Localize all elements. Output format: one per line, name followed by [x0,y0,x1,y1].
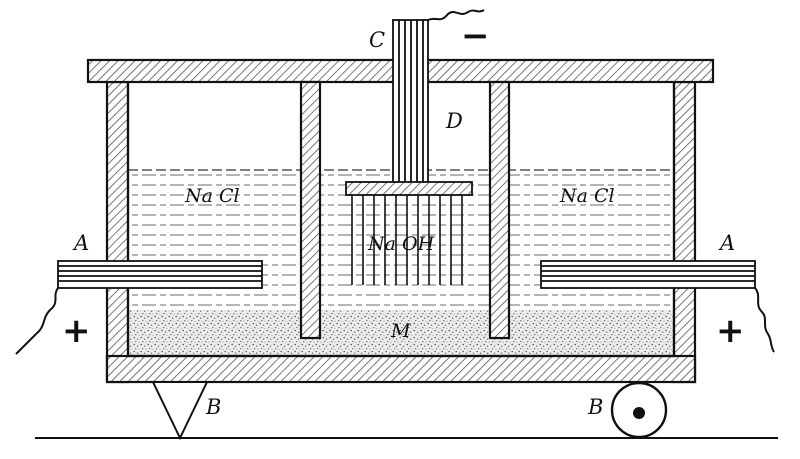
cathode-label: C [369,28,385,52]
roller-label: B [587,395,603,419]
cathode-wire [427,9,485,21]
bell-label: D [445,109,463,133]
cathode-grid [351,195,463,285]
cathode-head [345,181,473,196]
pivot-support [151,381,209,441]
caustic-label: Na OH [367,233,435,255]
anode-right-label: A [718,231,735,255]
anode-right-wire [754,287,775,353]
anode-right [540,260,756,289]
anode-left [57,260,263,289]
mercury-layer [128,310,674,356]
brine-right-label: Na Cl [559,185,615,207]
anode-right-charge-label: + [716,311,745,351]
mercury-label: M [390,320,411,342]
partitions [299,80,511,340]
cathode-rod [392,19,429,186]
anode-left-charge-label: + [62,311,91,351]
anode-left-label: A [72,231,89,255]
anode-left-wire [15,287,59,355]
brine-left-label: Na Cl [184,185,240,207]
roller-support [610,381,668,439]
pivot-label: B [205,395,221,419]
cathode-charge-label: − [461,16,490,56]
